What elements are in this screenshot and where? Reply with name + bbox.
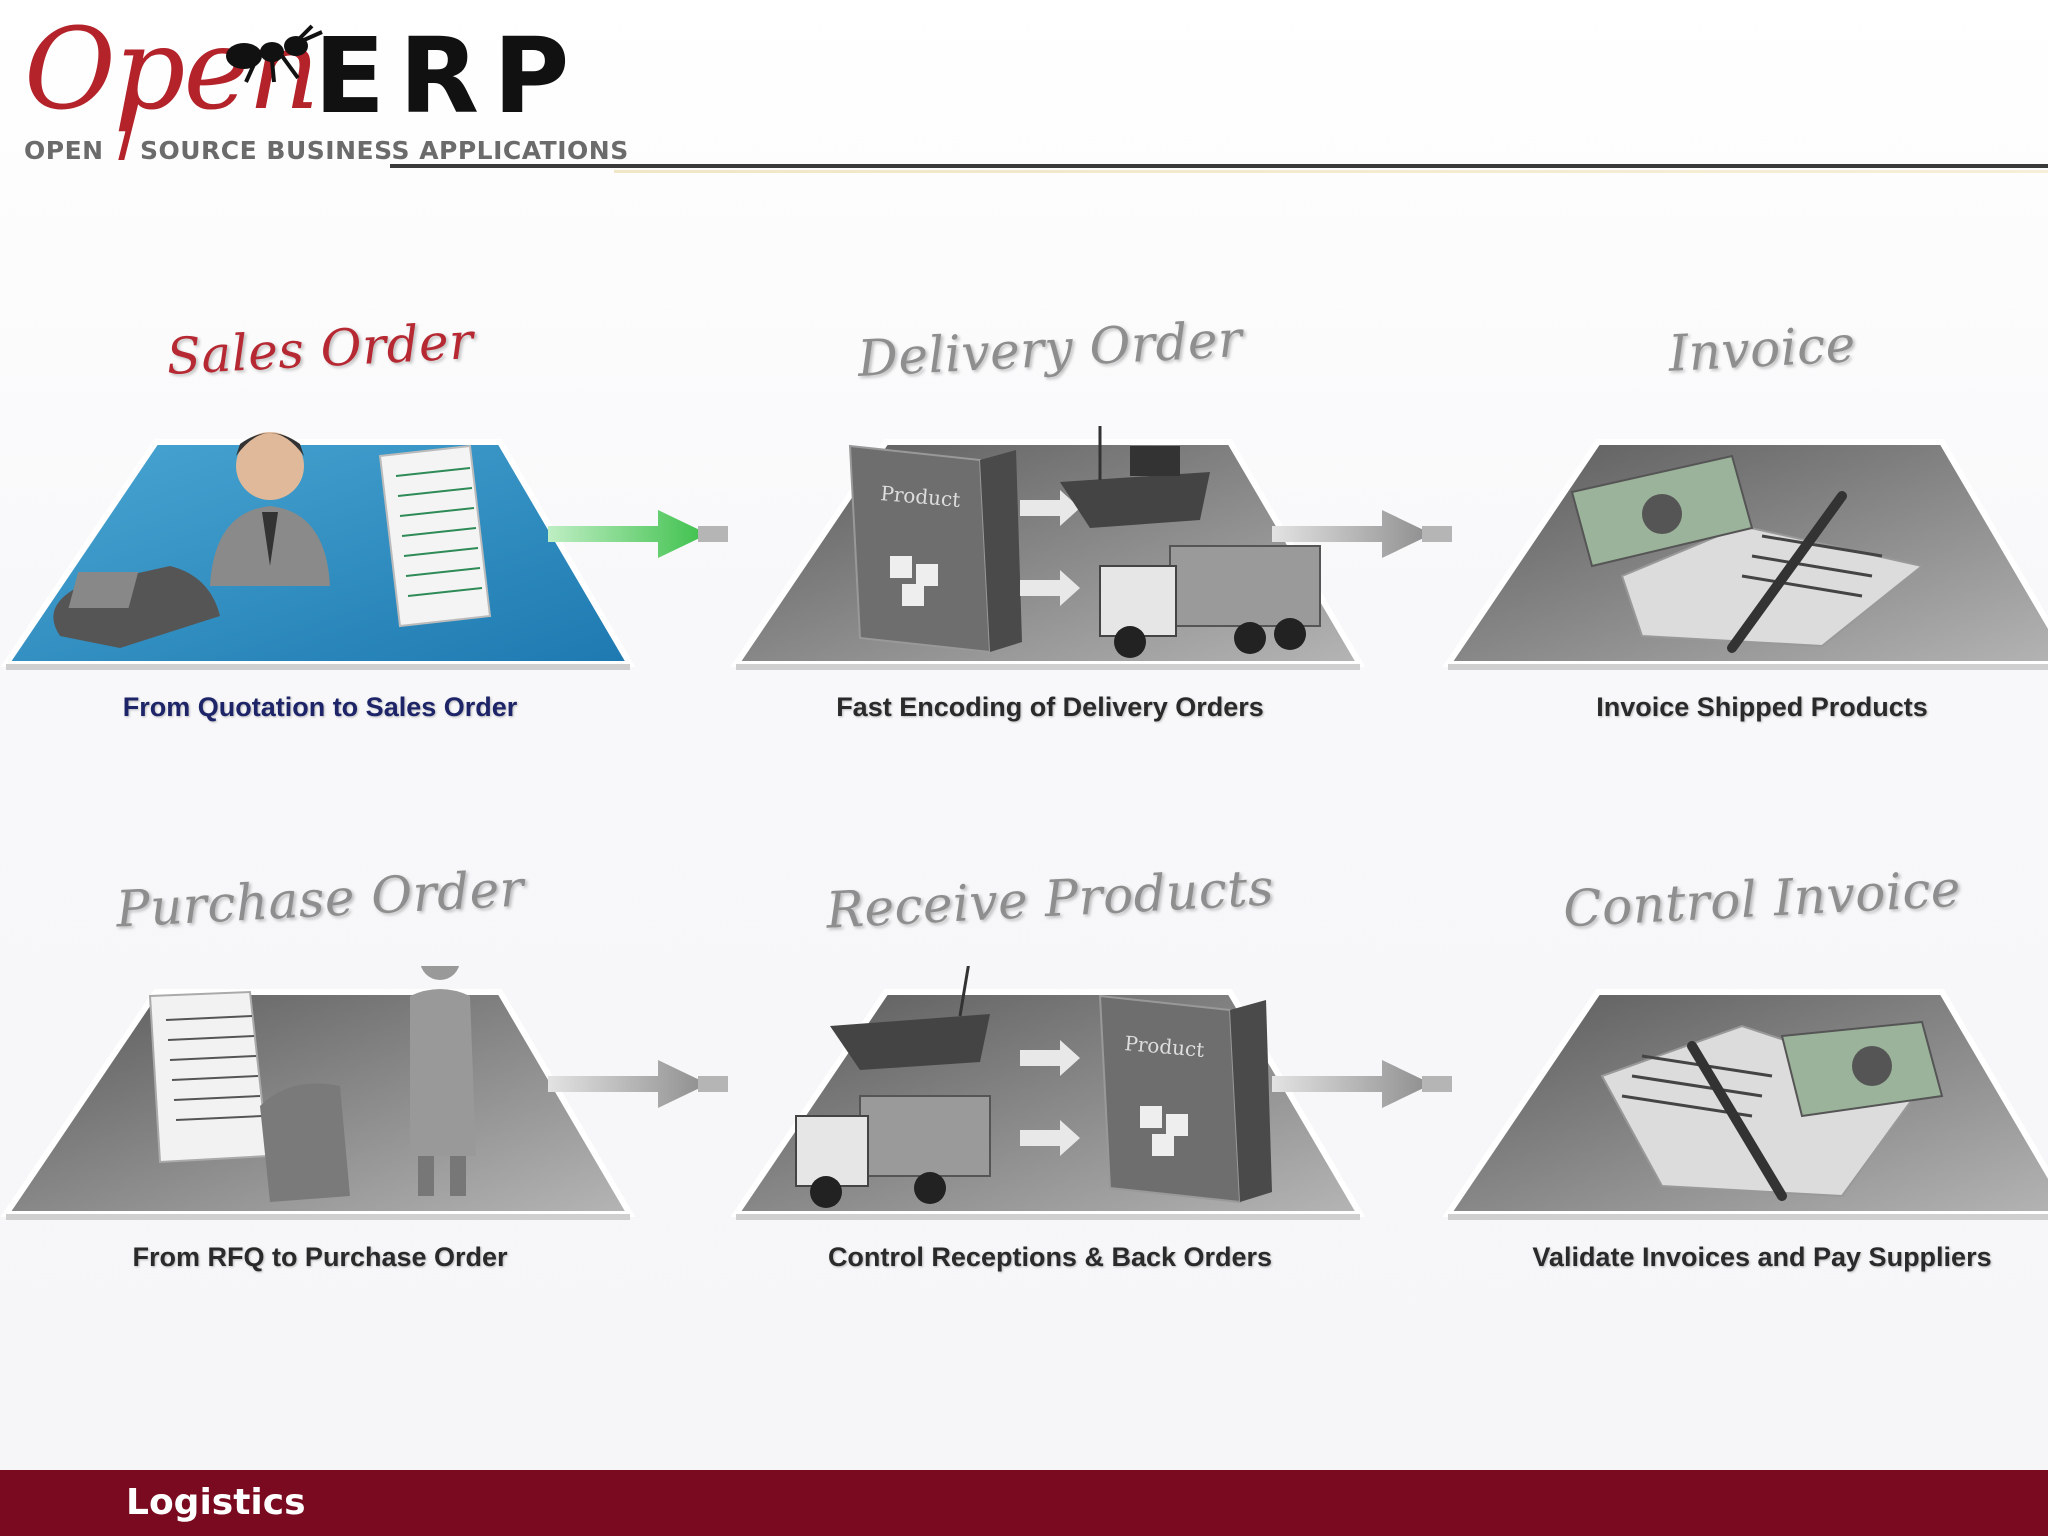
logo-tagline-open: OPEN: [24, 136, 104, 165]
footer-title: Logistics: [126, 1482, 306, 1523]
openerp-logo: Open ERP OPEN SOURCE BUSINESS APPLICATIO…: [18, 14, 658, 168]
step-title: Invoice: [1666, 315, 1858, 383]
step-caption: From Quotation to Sales Order: [122, 692, 518, 722]
step-title: Control Invoice: [1561, 859, 1963, 939]
arrow-purchase-to-receive-icon: [548, 1060, 728, 1108]
logo-word-open: Open: [24, 5, 320, 135]
step-delivery-order: Delivery Order Product: [730, 310, 1370, 740]
step-sales-order: Sales Order: [0, 312, 640, 740]
step-caption: Control Receptions & Back Orders: [827, 1242, 1273, 1272]
logistics-flow-diagram: Sales Order: [0, 310, 2048, 1320]
arrow-sales-to-delivery-icon: [548, 510, 728, 558]
ant-mascot-icon: [226, 24, 323, 83]
product-box-ship-truck-icon: Product: [730, 426, 1366, 670]
money-invoice-pen-icon: [1442, 439, 2048, 670]
step-invoice: Invoice Invoice Shipped Products: [1442, 315, 2048, 740]
header-divider: [390, 164, 2048, 168]
step-purchase-order: Purchase Order From RFQ to Purchase Orde…: [0, 859, 640, 1290]
step-title: Delivery Order: [856, 309, 1244, 389]
document-handshake-supplier-icon: [0, 966, 636, 1220]
step-caption: Invoice Shipped Products: [1596, 692, 1928, 722]
step-caption: Validate Invoices and Pay Suppliers: [1532, 1242, 1992, 1272]
step-title: Sales Order: [165, 312, 475, 386]
invoice-money-pen-icon: [1442, 989, 2048, 1220]
step-caption: From RFQ to Purchase Order: [132, 1242, 508, 1272]
step-control-invoice: Control Invoice Validate Invoices and Pa…: [1442, 860, 2048, 1290]
step-caption: Fast Encoding of Delivery Orders: [836, 692, 1264, 722]
step-title: Purchase Order: [114, 859, 526, 939]
step-receive-products: Receive Products Product: [730, 858, 1370, 1290]
step-title: Receive Products: [824, 858, 1276, 940]
arrow-delivery-to-invoice-icon: [1272, 510, 1452, 558]
logo-tagline: SOURCE BUSINESS APPLICATIONS: [140, 136, 629, 165]
arrow-receive-to-control-icon: [1272, 1060, 1452, 1108]
footer-bar: Logistics: [0, 1470, 2048, 1536]
ship-truck-product-box-icon: Product: [730, 966, 1366, 1220]
salesperson-phone-document-icon: [0, 432, 636, 670]
header-divider-accent: [614, 170, 2048, 173]
logo-word-erp: ERP: [314, 15, 584, 137]
